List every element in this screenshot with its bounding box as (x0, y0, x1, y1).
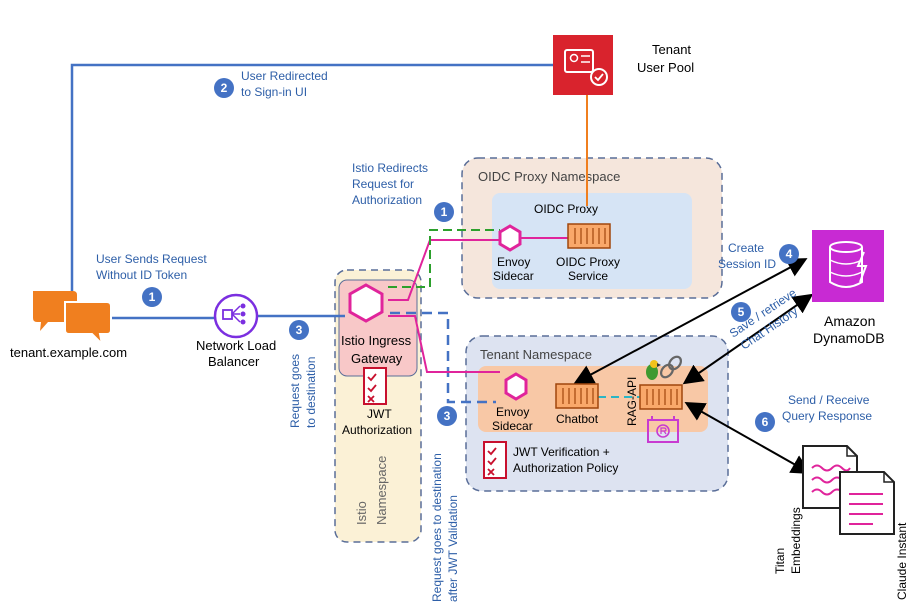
step-2-number: 2 (221, 81, 228, 95)
oidc-service-label-2: Service (568, 269, 608, 283)
step-3-nlb-label-1: Request goes (288, 354, 302, 428)
step-1-istio-label-3: Authorization (352, 193, 422, 207)
istio-gateway-icon (348, 283, 384, 323)
oidc-proxy-container-icon (567, 223, 611, 249)
step-2-label-1: User Redirected (241, 69, 328, 83)
step-3-tenant-badge: 3 (437, 406, 457, 426)
gateway-label-1: Istio Ingress (341, 333, 412, 348)
user-pool-label-1: Tenant (652, 42, 691, 57)
chatbot-label: Chatbot (556, 412, 599, 426)
step-3-tenant-label-2: after JWT Validation (446, 495, 460, 602)
oidc-namespace-title: OIDC Proxy Namespace (478, 169, 620, 184)
dynamodb-icon (812, 230, 884, 302)
step-1-client-badge: 1 (142, 287, 162, 307)
parrot-icon (646, 360, 661, 380)
step-6-label-2: Query Response (782, 409, 872, 423)
titan-label-1: Titan (773, 548, 787, 574)
green-dashed-line (388, 229, 500, 288)
rag-bedrock-arrow (684, 402, 812, 474)
dynamodb-label-2: DynamoDB (813, 330, 885, 346)
step-1-client-number: 1 (149, 290, 156, 304)
nlb-label-1: Network Load (196, 338, 276, 353)
tenant-jwt-label-1: JWT Verification + (513, 445, 610, 459)
step-1-istio-number: 1 (441, 205, 448, 219)
user-pool-label-2: User Pool (637, 60, 694, 75)
oidc-service-label-1: OIDC Proxy (556, 255, 620, 269)
istio-namespace-title-2: Namespace (374, 456, 389, 525)
gateway-label-2: Gateway (351, 351, 403, 366)
oidc-envoy-icon (498, 224, 522, 252)
step-3-tenant-label-1: Request goes to destination (430, 453, 444, 602)
nlb-label-2: Balancer (208, 354, 260, 369)
tenant-envoy-icon (504, 372, 528, 401)
tenant-jwt-label-2: Authorization Policy (513, 461, 618, 475)
step-1-client-label-2: Without ID Token (96, 268, 187, 282)
checklist-icon-istio (363, 367, 387, 405)
step-3-nlb-badge: 3 (289, 320, 309, 340)
client-chat-icon (33, 291, 112, 348)
chain-link-icon (659, 355, 683, 379)
step-3-tenant-number: 3 (444, 409, 451, 423)
step-4-badge: 4 (779, 244, 799, 264)
istio-jwt-label-2: Authorization (342, 423, 412, 437)
redirect-line (70, 63, 553, 292)
oidc-envoy-label-1: Envoy (497, 255, 530, 269)
step-5-number: 5 (738, 305, 745, 319)
step-4-label-1: Create (728, 241, 764, 255)
step-2-label-2: to Sign-in UI (241, 85, 307, 99)
dynamodb-label-1: Amazon (824, 313, 875, 329)
istio-namespace-title-1: Istio (354, 501, 369, 525)
step-3-nlb-number: 3 (296, 323, 303, 337)
istio-namespace: Istio Namespace (334, 269, 422, 543)
gateway-tenant-magenta (388, 315, 500, 373)
step-6-label-1: Send / Receive (788, 393, 870, 407)
tenant-envoy-label-2: Sidecar (492, 419, 533, 433)
tenant-namespace-title: Tenant Namespace (480, 347, 592, 362)
redis-cache-icon (647, 416, 679, 443)
checklist-icon-tenant (483, 441, 507, 479)
gateway-tenant-line (390, 311, 496, 404)
chatbot-container-icon (555, 383, 599, 409)
step-5-badge: 5 (731, 302, 751, 322)
istio-jwt-label-1: JWT (367, 407, 392, 421)
titan-label-2: Embeddings (789, 507, 803, 574)
step-1-istio-badge: 1 (434, 202, 454, 222)
rag-dynamo-arrow (682, 293, 814, 385)
step-4-label-2: Session ID (718, 257, 776, 271)
oidc-envoy-label-2: Sidecar (493, 269, 534, 283)
claude-label: Claude Instant (895, 522, 909, 600)
rag-api-label: RAG-API (625, 377, 639, 426)
step-4-number: 4 (786, 247, 793, 261)
step-1-istio-label-1: Istio Redirects (352, 161, 428, 175)
step-2-badge: 2 (214, 78, 234, 98)
tenant-envoy-label-1: Envoy (496, 405, 529, 419)
step-6-badge: 6 (755, 412, 775, 432)
client-label: tenant.example.com (10, 345, 127, 360)
gateway-oidc-magenta (388, 239, 500, 301)
step-1-client-label-1: User Sends Request (96, 252, 207, 266)
oidc-proxy-title: OIDC Proxy (534, 202, 598, 216)
step-3-nlb-label-2: to destination (304, 357, 318, 428)
network-load-balancer-icon (213, 293, 259, 339)
step-6-number: 6 (762, 415, 769, 429)
step-1-istio-label-2: Request for (352, 177, 414, 191)
rag-api-container-icon (639, 384, 683, 410)
cognito-icon (553, 35, 613, 95)
claude-document-icon (839, 471, 895, 535)
